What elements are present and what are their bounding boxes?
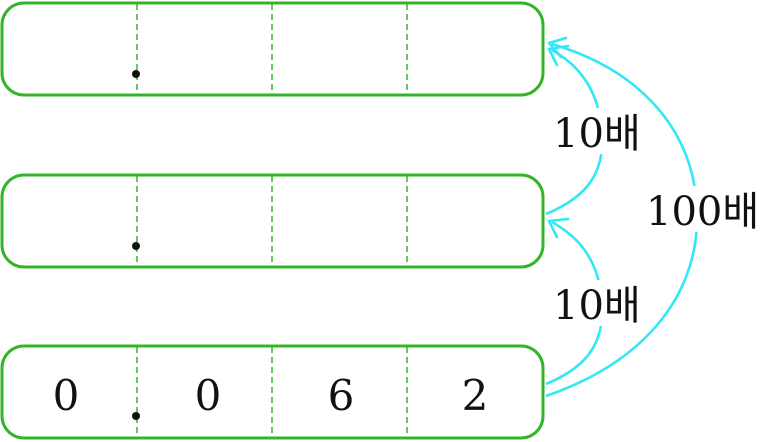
digit-hundredths: 6 xyxy=(328,371,355,420)
label-background xyxy=(644,186,766,232)
place-value-row-bottom: 0 0 6 2 xyxy=(0,344,545,440)
place-value-row-middle xyxy=(0,173,545,269)
arrowhead-icon xyxy=(547,36,568,59)
decimal-point xyxy=(132,242,140,250)
label-100x: 100배 xyxy=(646,189,759,235)
digit-thousandths: 2 xyxy=(462,371,489,420)
arrowhead-icon xyxy=(547,217,570,239)
label-10x-lower: 10배 xyxy=(553,283,641,329)
decimal-point xyxy=(132,70,140,78)
label-background xyxy=(550,280,646,326)
place-value-row-top xyxy=(0,1,545,97)
decimal-point xyxy=(132,412,140,420)
label-background xyxy=(550,108,646,154)
digit-ones: 0 xyxy=(53,371,80,420)
label-10x-upper: 10배 xyxy=(553,111,641,157)
digit-tenths: 0 xyxy=(195,371,222,420)
